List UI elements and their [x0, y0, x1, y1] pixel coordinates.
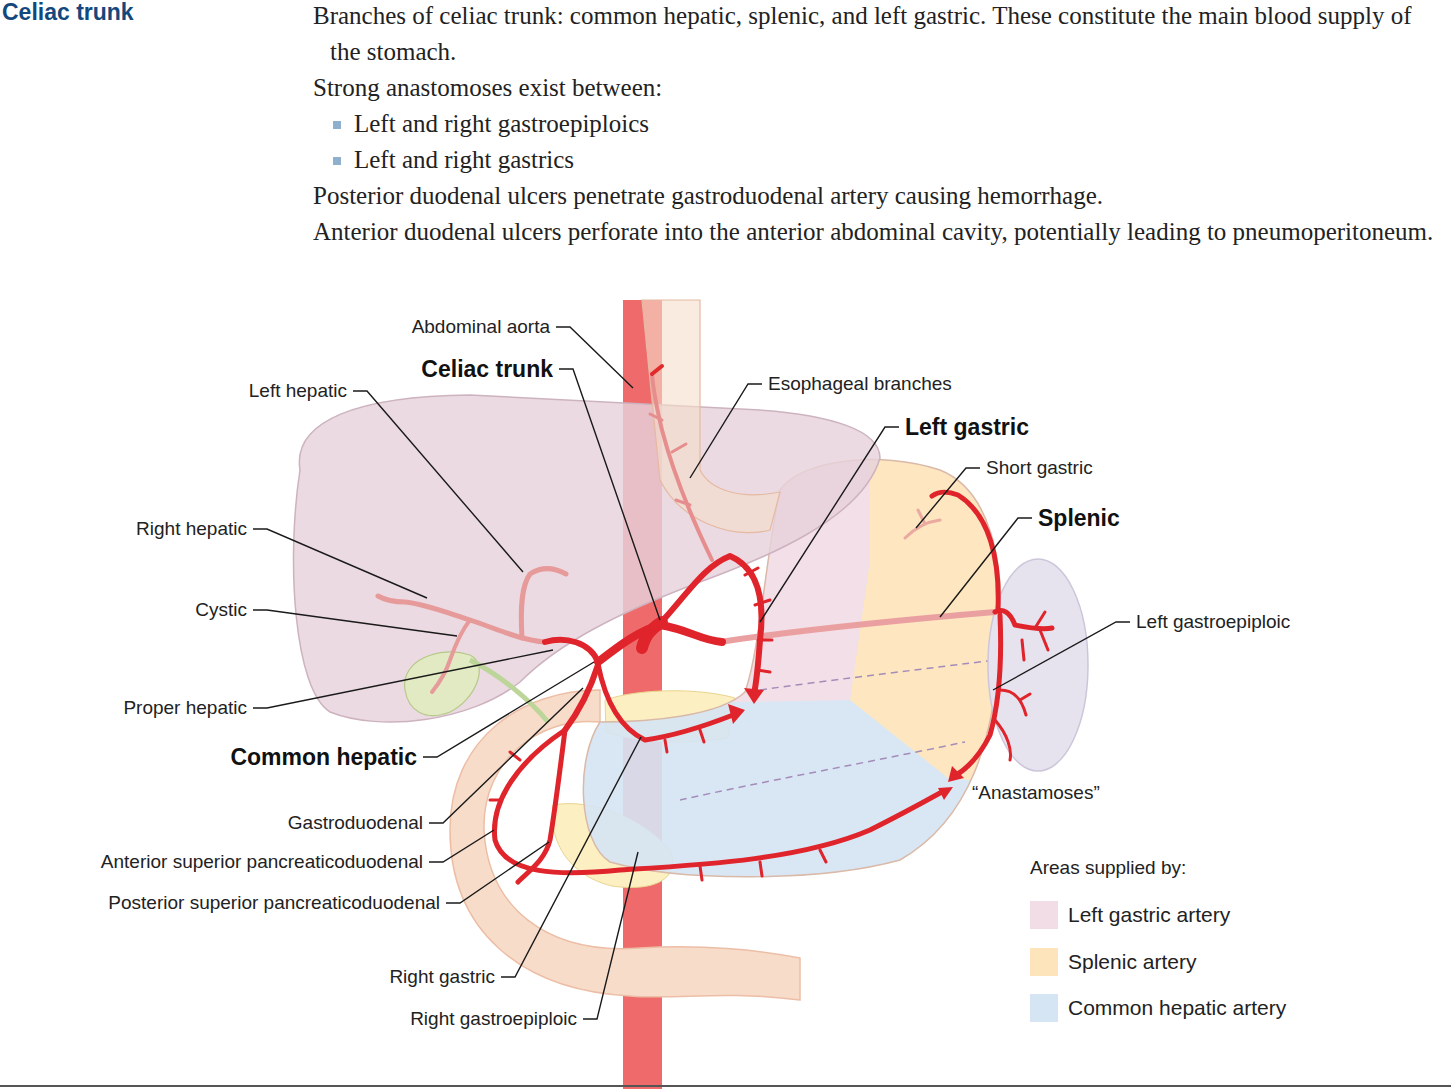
bottom-rule — [0, 1085, 1451, 1087]
legend-swatch — [1030, 994, 1058, 1022]
right-gastric — [598, 664, 733, 740]
proper-hepatic — [545, 640, 598, 662]
artery-label-major: Left gastric — [905, 414, 1029, 440]
leader-line — [446, 842, 549, 903]
page-title: Celiac trunk — [2, 0, 134, 26]
region-splenic — [850, 430, 1020, 785]
leader-line — [916, 468, 980, 528]
legend-swatch — [1030, 948, 1058, 976]
legend-text: Left gastric artery — [1068, 903, 1230, 927]
note-paragraph: Posterior duodenal ulcers penetrate gast… — [313, 178, 1441, 214]
leader-line — [353, 391, 523, 572]
artery-label-major: Celiac trunk — [421, 356, 553, 382]
leader-line — [429, 830, 494, 862]
leader-lines — [253, 327, 1130, 1019]
leader-line — [690, 384, 762, 478]
leader-line — [760, 427, 899, 622]
artery-label: Anterior superior pancreaticoduodenal — [101, 851, 423, 873]
artery-label: Cystic — [195, 599, 247, 621]
note-paragraph: Strong anastomoses exist between: — [313, 70, 1441, 106]
esophagus — [642, 300, 780, 533]
dashed-outline — [760, 660, 995, 690]
splenic — [660, 625, 722, 642]
leader-line — [501, 737, 641, 977]
artery-label-major: Splenic — [1038, 505, 1120, 531]
legend-text: Splenic artery — [1068, 950, 1196, 974]
short-gastric — [932, 492, 998, 610]
esophageal-branches — [652, 374, 712, 560]
note-paragraph: Anterior duodenal ulcers perforate into … — [313, 214, 1441, 250]
leader-line — [556, 327, 633, 388]
leader-line — [993, 622, 1130, 690]
left-hepatic — [521, 569, 566, 638]
artery-label: Right gastric — [389, 966, 495, 988]
bullet-item: Left and right gastroepiploics — [313, 106, 1441, 142]
dashed-outline — [680, 742, 965, 800]
leader-line — [423, 662, 594, 757]
arrowhead — [728, 704, 745, 724]
legend-text: Common hepatic artery — [1068, 996, 1286, 1020]
legend-swatch — [1030, 901, 1058, 929]
artery-label: “Anastamoses” — [972, 782, 1100, 804]
cystic — [432, 620, 470, 692]
artery-label: Right gastroepiploic — [410, 1008, 577, 1030]
artery-label: Left gastroepiploic — [1136, 611, 1290, 633]
artery-label: Left hepatic — [249, 380, 347, 402]
esophageal-twigs — [650, 414, 690, 505]
artery-label-major: Common hepatic — [230, 744, 417, 770]
artery-label: Abdominal aorta — [412, 316, 550, 338]
arrowhead — [744, 688, 764, 704]
artery-label: Proper hepatic — [123, 697, 247, 719]
liver — [293, 395, 880, 722]
common-hepatic — [598, 625, 660, 662]
right-gastric-twigs — [665, 730, 704, 752]
gallbladder — [405, 652, 480, 716]
leader-line — [429, 688, 583, 823]
leader-line — [559, 369, 660, 620]
arteries — [378, 366, 1052, 882]
left-gastric-twigs — [745, 568, 772, 672]
leader-line — [253, 529, 427, 598]
arrowhead — [948, 766, 964, 782]
leader-line — [940, 518, 1032, 617]
left-gastric — [665, 556, 761, 694]
gastroduodenal — [565, 665, 598, 730]
artery-label: Short gastric — [986, 457, 1093, 479]
leader-line — [583, 852, 638, 1019]
arrowhead — [938, 787, 953, 800]
artery-label: Right hepatic — [136, 518, 247, 540]
artery-label: Esophageal branches — [768, 373, 952, 395]
note-paragraph: Branches of celiac trunk: common hepatic… — [313, 0, 1441, 70]
leader-line — [253, 610, 457, 636]
text-column: Branches of celiac trunk: common hepatic… — [313, 0, 1441, 250]
artery-label: Areas supplied by: — [1030, 857, 1186, 879]
esophageal-tip — [652, 366, 662, 374]
short-gastric-twigs — [905, 510, 940, 538]
artery-label: Gastroduodenal — [288, 812, 423, 834]
artery-label: Posterior superior pancreaticoduodenal — [108, 892, 440, 914]
splenic-twigs — [1022, 612, 1048, 660]
left-gastroepiploic — [955, 615, 1001, 776]
left-gastroepiploic-twigs — [995, 690, 1030, 760]
leader-line — [253, 650, 553, 708]
bullet-item: Left and right gastrics — [313, 142, 1441, 178]
